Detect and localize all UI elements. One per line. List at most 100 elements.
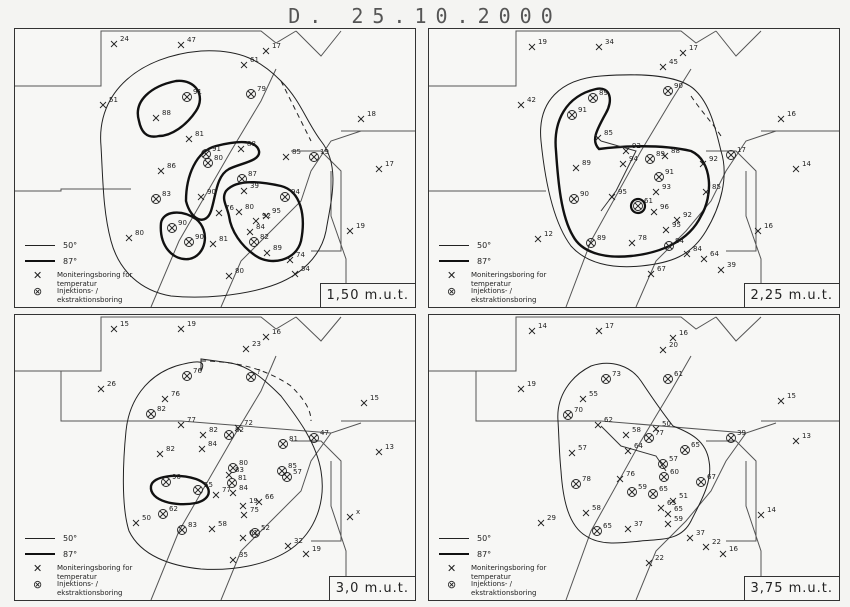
monitoring-well-marker: 59: [664, 515, 683, 528]
injection-well-marker: 60: [659, 468, 679, 482]
monitoring-well-marker: 16: [262, 328, 281, 341]
well-value-label: 32: [294, 537, 303, 545]
monitoring-well-marker: 81: [209, 235, 228, 248]
well-value-label: 76: [225, 204, 234, 212]
injection-well-marker: 17: [726, 146, 746, 160]
monitoring-well-marker: x: [346, 508, 360, 521]
monitoring-well-marker: 45: [659, 58, 678, 71]
well-value-label: 61: [250, 56, 259, 64]
monitoring-well-marker: 89: [572, 159, 591, 172]
legend-bold-label: 87°: [63, 550, 78, 559]
well-value-label: 84: [256, 223, 265, 231]
well-value-label: 89: [599, 89, 608, 97]
well-value-label: 90: [207, 188, 216, 196]
well-value-label: 92: [632, 142, 641, 150]
legend-bold-label: 87°: [63, 257, 78, 266]
well-value-label: 63: [667, 499, 676, 507]
well-value-label: 81: [219, 235, 228, 243]
legend-x-text: Moniteringsboring for temperatur: [471, 271, 547, 288]
injection-well-marker: 67: [696, 473, 716, 487]
injection-well-marker: 81: [227, 474, 247, 488]
well-value-label: 24: [120, 35, 129, 43]
injection-well-marker: 82: [224, 426, 244, 440]
injection-well-marker: 73: [601, 370, 621, 384]
monitoring-well-marker: 58: [582, 504, 601, 517]
well-value-label: 74: [296, 251, 305, 259]
injection-well-marker: 87: [237, 170, 257, 184]
well-value-label: 82: [209, 426, 218, 434]
well-value-label: 81: [238, 474, 247, 482]
well-value-label: 85: [604, 129, 613, 137]
well-value-label: 17: [737, 146, 746, 154]
monitoring-well-marker: 13: [375, 443, 394, 456]
depth-label: 1,50 m.u.t.: [319, 283, 415, 307]
monitoring-well-marker: 16: [719, 545, 738, 558]
injection-well-marker: 90: [167, 219, 187, 233]
well-value-label: 73: [612, 370, 621, 378]
well-value-label: 39: [737, 429, 746, 437]
circle-cross-icon: ⊗: [447, 578, 457, 591]
well-value-label: 84: [693, 245, 702, 253]
circle-cross-icon: ⊗: [33, 578, 43, 591]
monitoring-well-marker: 80: [125, 229, 144, 242]
monitoring-well-marker: 90: [197, 188, 216, 201]
well-value-label: 78: [582, 475, 591, 483]
monitoring-well-marker: 85: [594, 129, 613, 142]
monitoring-well-marker: 94: [619, 155, 638, 168]
well-value-label: 83: [235, 466, 244, 474]
well-value-label: 17: [689, 44, 698, 52]
injection-well-marker: 47: [309, 429, 329, 443]
monitoring-well-marker: 23: [242, 340, 261, 353]
legend-thin-label: 50°: [63, 241, 78, 250]
monitoring-well-marker: 14: [528, 322, 547, 335]
well-value-label: 65: [674, 505, 683, 513]
monitoring-well-marker: 85: [282, 148, 301, 161]
monitoring-well-marker: 95: [608, 188, 627, 201]
well-value-label: 65: [603, 522, 612, 530]
well-value-label: 95: [672, 221, 681, 229]
monitoring-well-marker: 58: [622, 426, 641, 439]
well-value-label: 26: [107, 380, 116, 388]
well-value-label: 22: [712, 538, 721, 546]
injection-well-marker: 19: [309, 148, 329, 162]
well-value-label: 90: [674, 82, 683, 90]
well-value-label: 89: [656, 150, 665, 158]
well-value-label: 23: [252, 340, 261, 348]
injection-well-marker: 79: [246, 85, 266, 99]
well-value-label: 91: [665, 168, 674, 176]
monitoring-well-marker: 66: [255, 493, 274, 506]
well-value-label: 64: [634, 442, 643, 450]
monitoring-well-marker: 84: [683, 245, 702, 258]
depth-label: 2,25 m.u.t.: [743, 283, 839, 307]
monitoring-well-marker: 62: [594, 416, 613, 429]
well-value-label: 93: [662, 183, 671, 191]
well-value-label: 47: [320, 429, 329, 437]
monitoring-well-marker: 20: [659, 341, 678, 354]
well-value-label: 90: [172, 473, 181, 481]
injection-well-marker: 65: [592, 522, 612, 536]
injection-well-marker: 85: [277, 462, 297, 476]
well-value-label: 14: [538, 322, 547, 330]
well-value-label: 85: [712, 183, 721, 191]
well-value-label: 37: [634, 520, 643, 528]
well-value-label: 91: [212, 145, 221, 153]
legend-x-text: Moniteringsboring for temperatur: [57, 564, 133, 581]
monitoring-well-marker: 19: [346, 222, 365, 235]
well-value-label: 55: [204, 481, 213, 489]
monitoring-well-marker: 22: [702, 538, 721, 551]
injection-well-marker: 91: [654, 168, 674, 182]
injection-well-marker: 83: [151, 190, 171, 204]
monitoring-well-marker: 89: [263, 244, 282, 257]
monitoring-well-marker: 12: [534, 230, 553, 243]
monitoring-well-marker: 17: [595, 322, 614, 335]
page-title: D. 25.10.2000: [288, 4, 562, 28]
injection-well-marker: 83: [177, 521, 197, 535]
injection-well-marker: 90: [161, 473, 181, 487]
legend-circle-text: Injektions- / ekstraktionsboring: [471, 287, 537, 304]
well-value-label: 58: [632, 426, 641, 434]
well-value-label: 72: [244, 419, 253, 427]
well-value-label: 29: [547, 514, 556, 522]
well-value-label: 95: [618, 188, 627, 196]
